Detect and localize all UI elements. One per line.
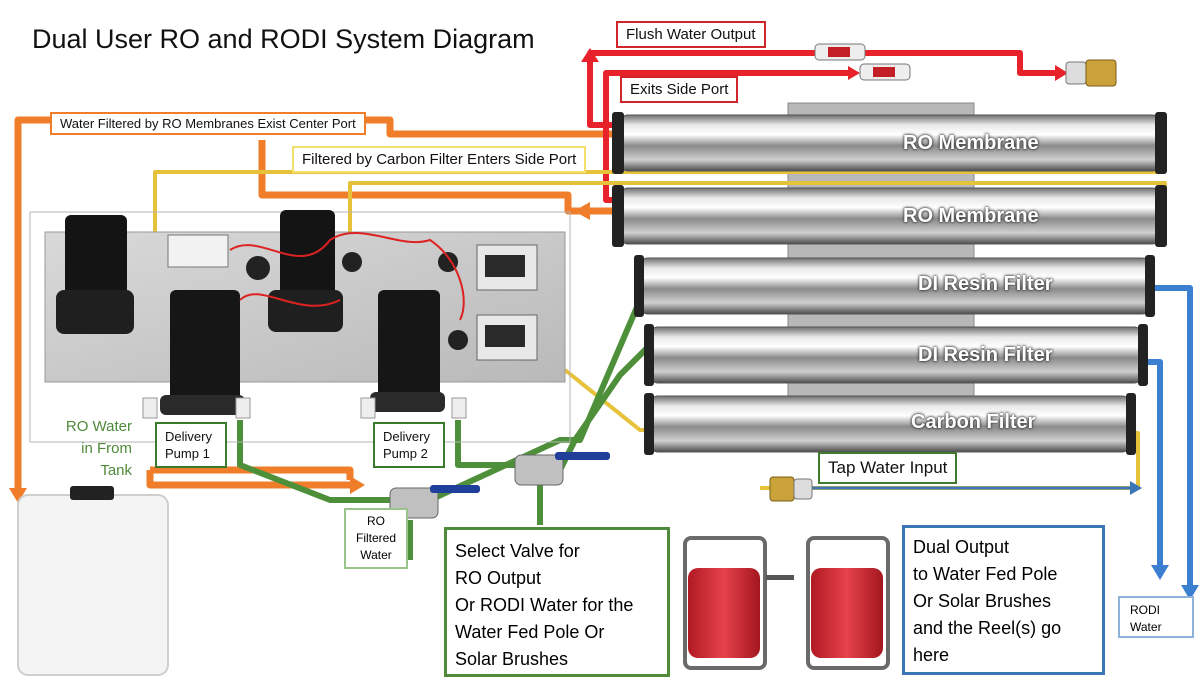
filter-label-4: DI Resin Filter [918,344,1053,366]
water-filtered-by-ro-label: Water Filtered by RO Membranes Exist Cen… [50,112,366,135]
pump-panel [29,210,571,443]
dual-output-note: Dual Output to Water Fed Pole Or Solar B… [902,525,1105,675]
carbon-filter [649,395,1131,453]
filter-label-1: RO Membrane [903,132,1039,154]
di-resin-filter-2 [649,326,1143,384]
filter-housings [612,112,1167,455]
ro-membrane-1 [619,114,1161,172]
flush-arrow-up [581,48,599,62]
flush-fittings [769,43,1117,502]
di-resin-filter-1 [639,257,1151,315]
ball-valves [389,452,610,519]
tap-water-input-label: Tap Water Input [818,452,958,484]
ro-filtered-water-label: RO Filtered Water [344,508,408,569]
filter-label-3: DI Resin Filter [918,273,1053,295]
ro-membrane-2 [619,187,1161,245]
diagram-title: Dual User RO and RODI System Diagram [32,24,535,54]
rodi-arrow-1 [1181,585,1199,600]
delivery-pump-1-label: Delivery Pump 1 [155,422,227,468]
select-valve-note: Select Valve for RO Output Or RODI Water… [444,527,670,677]
rodi-arrow-2 [1151,565,1169,580]
hose-reels [683,536,890,670]
rodi-water-label: RODI Water [1118,596,1194,638]
flush-water-output-label: Flush Water Output [616,21,766,48]
delivery-pump-2-label: Delivery Pump 2 [373,422,445,468]
ro-arrow-down [9,488,27,503]
filter-label-2: RO Membrane [903,205,1039,227]
ro-arrow-left [574,202,590,220]
ro-tank [17,486,169,676]
filtered-by-carbon-label: Filtered by Carbon Filter Enters Side Po… [292,146,587,173]
flush-arrow-right [1055,65,1068,81]
exits-side-port-label: Exits Side Port [620,76,739,103]
filter-label-5: Carbon Filter [911,411,1036,433]
ro-water-from-tank-label: RO Water in From Tank [65,418,132,479]
tap-arrow [1130,481,1142,495]
ro-arrow-right [350,476,365,494]
flush-arrow-right-2 [848,66,860,80]
